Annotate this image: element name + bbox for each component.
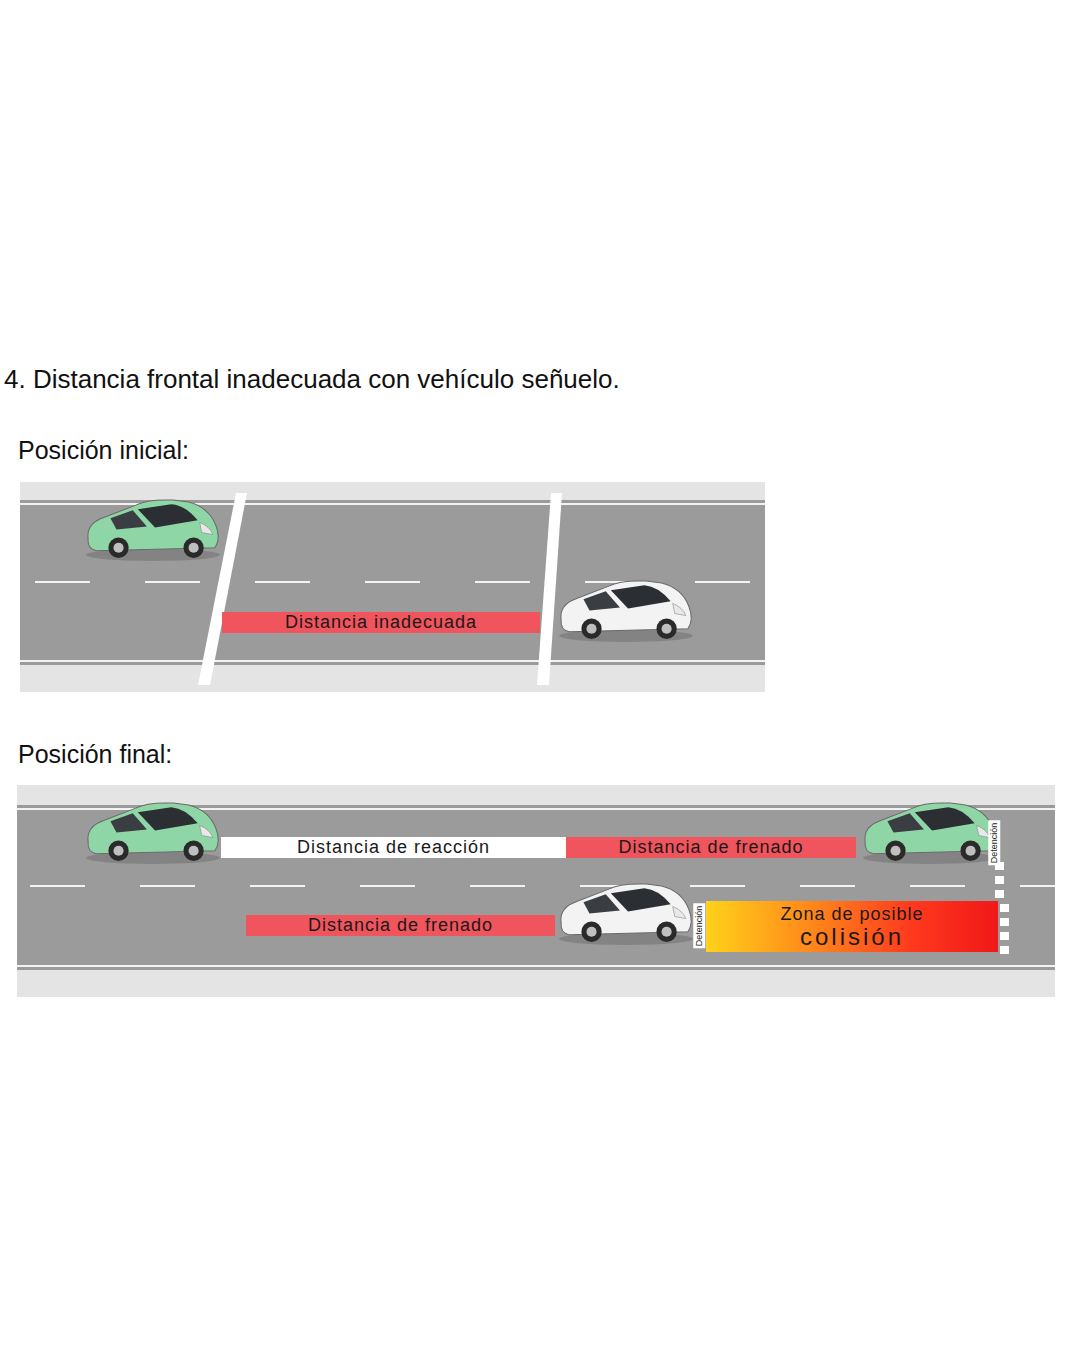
band-label: Zona de posible <box>780 905 923 924</box>
distance-band: Distancia de frenado <box>566 837 856 858</box>
collision-zone: Zona de posiblecolisión <box>706 901 998 952</box>
stop-marker: Detención <box>988 821 1000 866</box>
band-label: Distancia de reacción <box>297 838 490 857</box>
section-heading: Posición inicial: <box>18 436 189 465</box>
band-label-large: colisión <box>800 924 904 949</box>
title: 4. Distancia frontal inadecuada con vehí… <box>4 364 620 395</box>
road-panel-final <box>17 785 1055 997</box>
distance-band: Distancia de frenado <box>246 915 555 936</box>
band-label: Distancia de frenado <box>618 838 803 857</box>
band-label: Distancia inadecuada <box>285 613 477 632</box>
distance-band: Distancia inadecuada <box>222 612 540 633</box>
stop-marker: Detención <box>693 904 705 949</box>
band-label: Distancia de frenado <box>308 916 493 935</box>
road-panel-initial <box>20 482 765 692</box>
distance-band: Distancia de reacción <box>221 837 566 858</box>
section-heading: Posición final: <box>18 740 172 769</box>
